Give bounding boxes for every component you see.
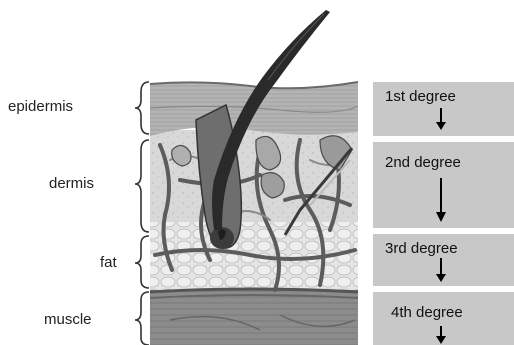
degree-label-3rd: 3rd degree [385,240,458,257]
label-muscle: muscle [44,311,92,328]
down-arrow-icon [435,108,447,132]
down-arrow-icon [435,326,447,345]
down-arrow-icon [435,258,447,284]
degree-box-3rd: 3rd degree [373,234,514,286]
label-fat: fat [100,254,117,271]
degree-box-2nd: 2nd degree [373,142,514,228]
layer-brackets [135,82,149,345]
label-dermis: dermis [49,175,94,192]
down-arrow-icon [435,178,447,224]
degree-label-1st: 1st degree [385,88,456,105]
degree-label-4th: 4th degree [391,304,463,321]
degree-box-4th: 4th degree [373,292,514,345]
degree-label-2nd: 2nd degree [385,154,461,171]
label-epidermis: epidermis [8,98,73,115]
degree-box-1st: 1st degree [373,82,514,136]
